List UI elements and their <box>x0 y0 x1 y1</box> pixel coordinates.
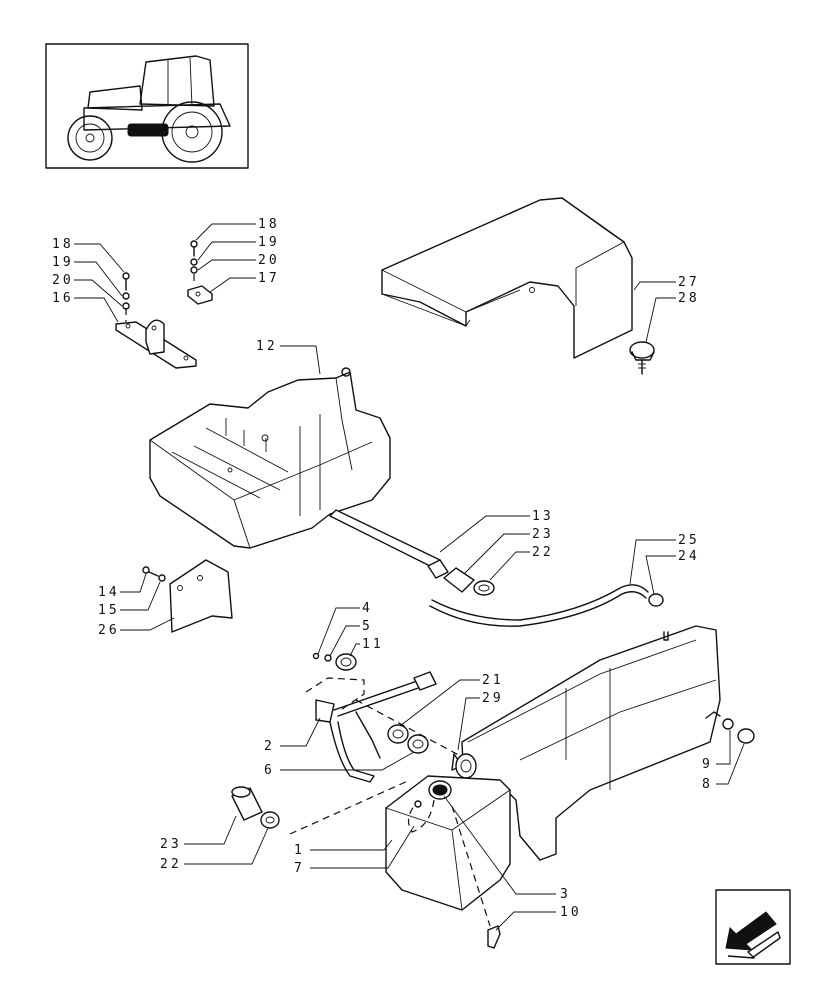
callout-27: 27 <box>678 275 700 290</box>
fuel-level-sender <box>305 652 469 783</box>
mounting-bracket-left <box>115 272 197 369</box>
callout-1: 1 <box>294 843 305 858</box>
callout-18: 18 <box>258 217 280 232</box>
tractor-thumbnail-icon[interactable] <box>45 43 249 169</box>
callout-22: 22 <box>532 545 554 560</box>
callout-12: 12 <box>256 339 278 354</box>
callout-15: 15 <box>98 603 120 618</box>
callout-17: 17 <box>258 271 280 286</box>
callout-23: 23 <box>160 837 182 852</box>
callout-9: 9 <box>702 757 713 772</box>
callout-29: 29 <box>482 691 504 706</box>
callout-3: 3 <box>560 887 571 902</box>
auxiliary-tank <box>289 775 511 949</box>
fuel-hose <box>429 584 664 627</box>
tank-cover <box>381 197 633 359</box>
callout-19: 19 <box>52 255 74 270</box>
upper-fuel-tank <box>149 367 391 549</box>
knob-screw-icon <box>629 341 655 375</box>
callout-labels: 18 19 20 16 18 19 20 17 27 28 12 13 23 2… <box>52 217 713 920</box>
callout-4: 4 <box>362 601 373 616</box>
callout-11: 11 <box>362 637 384 652</box>
callout-20: 20 <box>52 273 74 288</box>
lower-pipe-fittings <box>231 786 280 829</box>
callout-18: 18 <box>52 237 74 252</box>
callout-16: 16 <box>52 291 74 306</box>
callout-20: 20 <box>258 253 280 268</box>
callout-5: 5 <box>362 619 373 634</box>
callout-19: 19 <box>258 235 280 250</box>
callout-14: 14 <box>98 585 120 600</box>
callout-26: 26 <box>98 623 120 638</box>
callout-23: 23 <box>532 527 554 542</box>
callout-2: 2 <box>264 739 275 754</box>
bracket-plate <box>142 559 233 633</box>
callout-28: 28 <box>678 291 700 306</box>
mounting-bracket-small <box>187 240 213 305</box>
callout-8: 8 <box>702 777 713 792</box>
callout-24: 24 <box>678 549 700 564</box>
fuel-pipe <box>329 509 495 596</box>
callout-21: 21 <box>482 673 504 688</box>
leader-lines <box>74 223 745 931</box>
callout-22: 22 <box>160 857 182 872</box>
callout-25: 25 <box>678 533 700 548</box>
callout-7: 7 <box>294 861 305 876</box>
callout-13: 13 <box>532 509 554 524</box>
callout-10: 10 <box>560 905 582 920</box>
previous-page-arrow-icon[interactable] <box>715 889 791 965</box>
callout-6: 6 <box>264 763 275 778</box>
